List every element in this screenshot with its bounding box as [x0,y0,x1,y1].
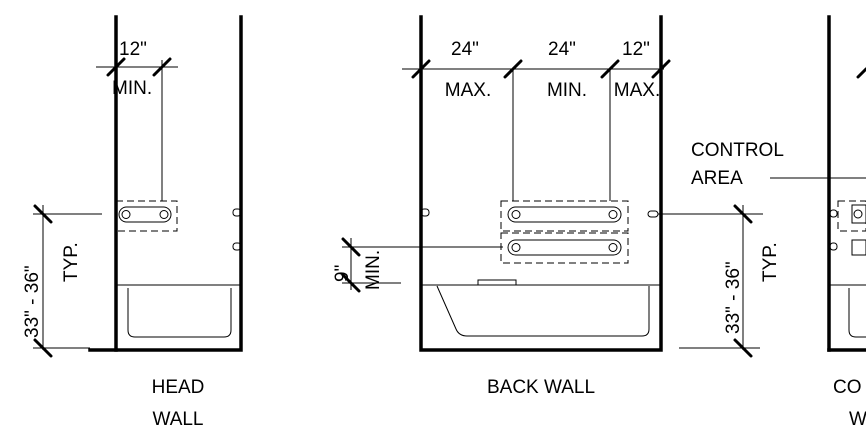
control-wall-caption-line1: CO [833,377,862,398]
control-wall-elevation: CONTROL AREA CO W [691,15,866,430]
head-wall-control-valve [232,208,242,217]
control-wall-control-lower-box [851,239,866,256]
control-wall-stub-upper [829,209,838,218]
control-wall-control-box [851,204,866,224]
head-wall-tub-inner [127,288,232,338]
back-wall-outline [419,15,663,352]
control-wall-control-backing [837,200,866,232]
control-wall-stub-lower [829,242,838,251]
back-wall-right-dim-tick-bottom [733,338,753,358]
back-wall-dim-1-value: 24" [451,39,479,60]
head-wall-side-dim-tick-bottom [33,338,53,358]
head-wall-caption-line2: WALL [152,409,203,430]
back-wall-grab-bar-lower-flange-right [608,243,618,252]
back-wall-grab-bar-backing-lower [500,232,629,264]
head-wall-grab-bar-flange-left [121,210,131,219]
head-wall-elevation: 12" MIN. 33" - 36" TYP. HEAD WALL [22,15,243,430]
back-wall-top-dim-tick-2 [503,59,523,79]
back-wall-tub-inner [436,285,650,337]
head-wall-grab-bar-backing [115,200,178,232]
back-wall-grab-bar-lower [507,239,622,256]
back-wall-right-dim-note: TYP. [760,242,781,282]
control-wall-control-knob [853,209,863,219]
back-wall-grab-bar-lower-flange-left [511,243,521,252]
head-wall-side-dim-value: 33" - 36" [22,265,43,338]
head-wall-top-dim-value: 12" [119,39,147,60]
head-wall-tub [115,284,242,351]
back-wall-tub-drain [477,279,517,286]
control-wall-top-dim-tick [856,67,866,79]
back-wall-right-dim-tick-top [733,204,753,224]
head-wall-top-dim-tick-left [106,57,126,77]
head-wall-caption-line1: HEAD [152,377,205,398]
control-area-label-line1: CONTROL [691,140,784,161]
back-wall-left-dim-note: MIN. [363,250,384,290]
control-wall-caption-line2: W [849,409,866,430]
back-wall-control-right [647,210,659,218]
back-wall-top-dim-tick-4 [651,59,671,79]
back-wall-dim-3-note: MAX. [614,80,660,101]
back-wall-right-dim-value: 33" - 36" [723,261,744,334]
head-wall-control-spout [232,242,242,251]
control-wall-tub-inner [848,288,866,338]
head-wall-top-dim-note: MIN. [112,78,152,99]
back-wall-left-dim-tick-bottom [341,273,361,293]
back-wall-dim-2-note: MIN. [547,80,587,101]
back-wall-grab-bar-upper-flange-left [511,210,521,219]
back-wall-top-dim-tick-1 [411,59,431,79]
back-wall-top-dim-tick-3 [600,59,620,79]
back-wall-dim-1-note: MAX. [445,80,491,101]
head-wall-side-dim-tick-top [33,204,53,224]
back-wall-dim-2-value: 24" [548,39,576,60]
back-wall-grab-bar-upper [507,206,622,223]
back-wall-left-dim-value: 9" [332,265,353,282]
back-wall-caption: BACK WALL [487,377,595,398]
back-wall-control-left [420,208,430,217]
back-wall-left-dim-tick-top [341,237,361,257]
head-wall-side-dim-note: TYP. [61,242,82,282]
back-wall-grab-bar-backing-upper [500,200,629,232]
back-wall-dim-3-value: 12" [622,39,650,60]
control-area-label-line2: AREA [691,168,743,189]
head-wall-grab-bar [118,206,172,223]
head-wall-grab-bar-flange-right [159,210,169,219]
back-wall-elevation: 24" MAX. 24" MIN. 12" MAX. 9" MIN. 33" -… [332,15,781,398]
back-wall-grab-bar-upper-flange-right [608,210,618,219]
head-wall-top-dim-tick-right [152,57,172,77]
